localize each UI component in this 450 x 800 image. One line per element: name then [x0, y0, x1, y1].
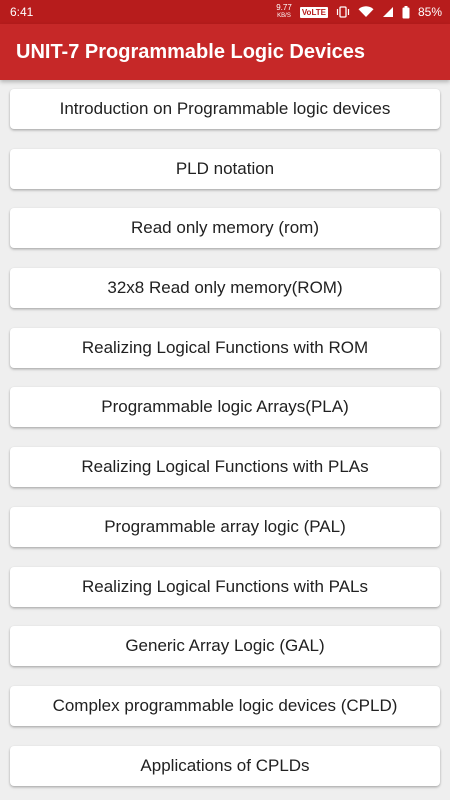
status-bar: 6:41 9.77 KB/S VoLTE 85% [0, 0, 450, 24]
topic-button-intro-pld[interactable]: Introduction on Programmable logic devic… [10, 89, 440, 129]
topic-button-functions-rom[interactable]: Realizing Logical Functions with ROM [10, 327, 440, 368]
app-bar: UNIT-7 Programmable Logic Devices [0, 24, 450, 80]
wifi-icon [358, 6, 374, 18]
topic-button-rom[interactable]: Read only memory (rom) [10, 208, 440, 249]
topic-button-functions-pal[interactable]: Realizing Logical Functions with PALs [10, 566, 440, 607]
status-icons: 9.77 KB/S VoLTE 85% [276, 4, 442, 20]
topic-button-pal[interactable]: Programmable array logic (PAL) [10, 506, 440, 547]
topic-button-cpld[interactable]: Complex programmable logic devices (CPLD… [10, 685, 440, 726]
topic-button-cpld-applications[interactable]: Applications of CPLDs [10, 745, 440, 786]
signal-icon [382, 6, 394, 18]
status-time: 6:41 [10, 5, 34, 19]
battery-icon [402, 5, 410, 19]
topic-button-pld-notation[interactable]: PLD notation [10, 148, 440, 189]
topic-button-functions-pla[interactable]: Realizing Logical Functions with PLAs [10, 447, 440, 488]
topic-list: Introduction on Programmable logic devic… [10, 89, 440, 800]
topic-button-gal[interactable]: Generic Array Logic (GAL) [10, 626, 440, 667]
volte-badge: VoLTE [299, 6, 328, 18]
page-title: UNIT-7 Programmable Logic Devices [16, 40, 366, 63]
topic-button-32x8-rom[interactable]: 32x8 Read only memory(ROM) [10, 268, 440, 309]
battery-percent: 85% [417, 5, 442, 19]
network-speed-value: 9.77 [276, 3, 292, 12]
vibrate-icon [336, 6, 350, 18]
network-speed: 9.77 KB/S [276, 4, 292, 20]
topic-button-pla[interactable]: Programmable logic Arrays(PLA) [10, 387, 440, 428]
network-speed-unit: KB/S [277, 13, 291, 19]
